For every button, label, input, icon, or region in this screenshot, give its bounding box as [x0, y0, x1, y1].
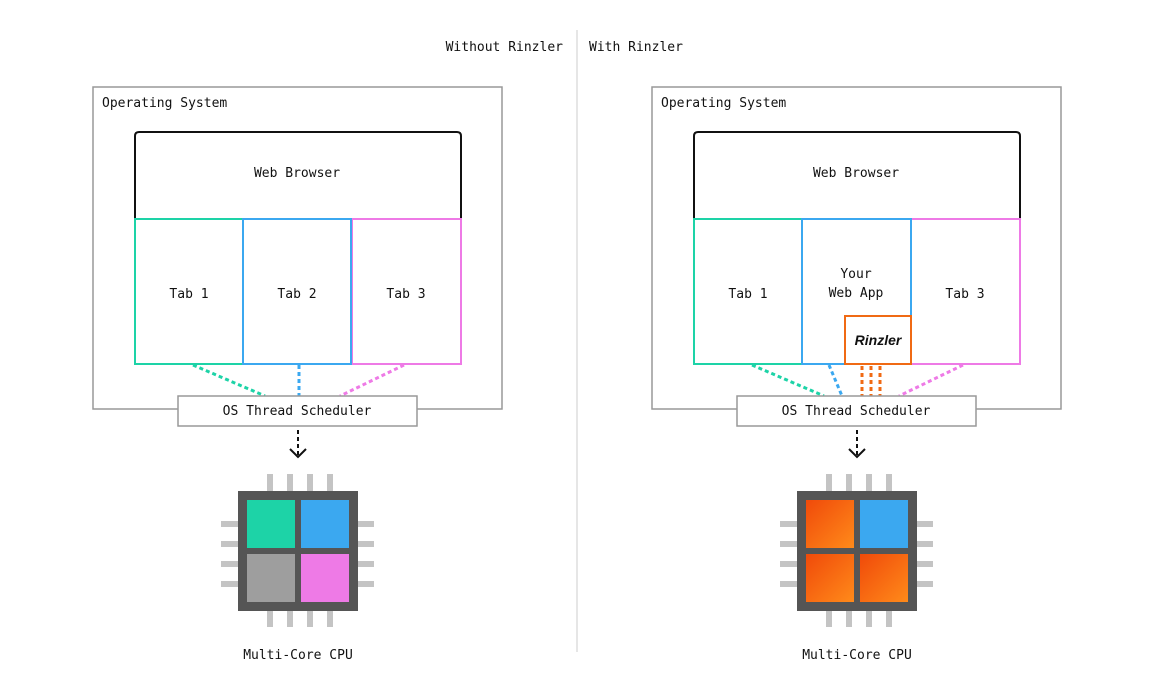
- tab-3-thread-line: [898, 363, 964, 398]
- web-browser-label: Web Browser: [813, 166, 899, 181]
- cpu-label: Multi-Core CPU: [243, 648, 353, 663]
- rinzler-label: Rinzler: [855, 332, 903, 348]
- cpu-core-1: [806, 500, 854, 548]
- without-rinzler-heading: Without Rinzler: [446, 40, 564, 55]
- os-thread-scheduler-box: [177, 395, 418, 427]
- cpu-core-2: [860, 500, 908, 548]
- cpu-core-4: [301, 554, 349, 602]
- rinzler-box: [844, 315, 912, 365]
- cpu-core-1: [247, 500, 295, 548]
- os-label: Operating System: [661, 96, 786, 111]
- cpu-core-2: [301, 500, 349, 548]
- tab-1-thread-line: [192, 363, 266, 398]
- web-app-main-thread-line: [827, 364, 844, 397]
- cpu-chip-icon: [780, 474, 933, 627]
- web-browser-box: [693, 131, 1021, 219]
- cpu-core-4: [860, 554, 908, 602]
- os-thread-scheduler-label: OS Thread Scheduler: [782, 404, 931, 419]
- web-browser-box: [134, 131, 462, 219]
- tab-3-label: Tab 3: [386, 287, 425, 302]
- dashed-down-arrow-icon: [289, 430, 307, 459]
- cpu-chip-icon: [221, 474, 374, 627]
- cpu-core-3: [806, 554, 854, 602]
- cpu-core-3: [247, 554, 295, 602]
- dashed-down-arrow-icon: [848, 430, 866, 459]
- os-thread-scheduler-box: [736, 395, 977, 427]
- rinzler-worker-thread-lines: [860, 366, 882, 396]
- tab-1-thread-line: [751, 363, 825, 398]
- with-rinzler-heading: With Rinzler: [589, 40, 683, 55]
- os-thread-scheduler-label: OS Thread Scheduler: [223, 404, 372, 419]
- os-box: [92, 86, 503, 410]
- tab-1-label: Tab 1: [169, 287, 208, 302]
- web-app-label-line-2: Web App: [829, 286, 884, 301]
- right-panel: Operating System Web Browser Tab 1 Your …: [651, 86, 1062, 663]
- web-browser-label: Web Browser: [254, 166, 340, 181]
- tab-2-label: Tab 2: [277, 287, 316, 302]
- tab-3-label: Tab 3: [945, 287, 984, 302]
- tab-3-thread-line: [339, 363, 405, 398]
- web-app-label-line-1: Your: [840, 267, 871, 282]
- left-panel: Operating System Web Browser Tab 1 Tab 2…: [92, 86, 503, 663]
- tab-2-box: [242, 218, 352, 365]
- cpu-label: Multi-Core CPU: [802, 648, 912, 663]
- os-label: Operating System: [102, 96, 227, 111]
- tab-1-label: Tab 1: [728, 287, 767, 302]
